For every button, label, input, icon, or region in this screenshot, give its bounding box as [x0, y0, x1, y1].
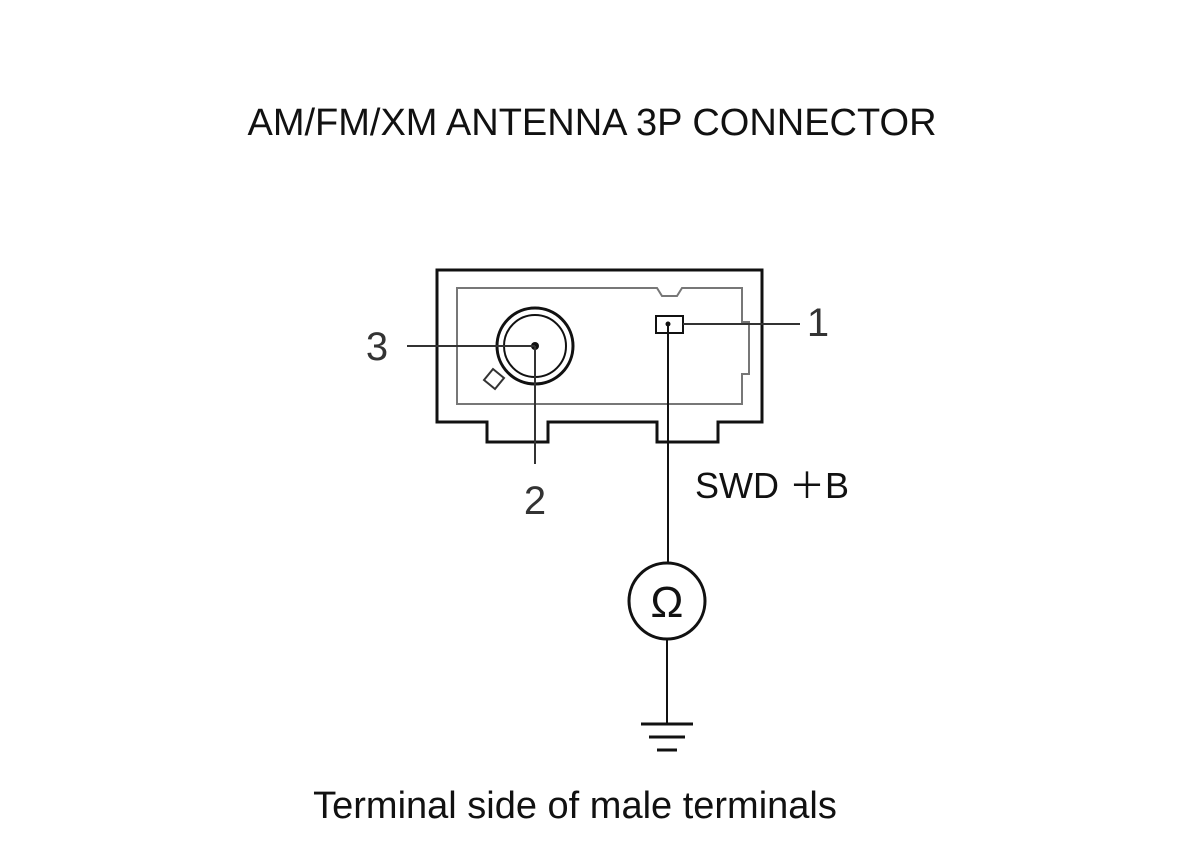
- pin3-label: 3: [366, 325, 388, 369]
- pin1-label: 1: [807, 301, 829, 345]
- connector-body: [435, 268, 764, 444]
- swd-label: SWD ＋B: [695, 465, 849, 506]
- pin1-terminal: [655, 315, 684, 334]
- ohm-symbol: Ω: [651, 578, 684, 627]
- ground-icon: [641, 722, 693, 752]
- ohmmeter-icon: Ω: [627, 561, 707, 641]
- coax-terminal: [482, 306, 575, 391]
- diagram-caption: Terminal side of male terminals: [313, 785, 837, 827]
- leader-lines: [407, 323, 800, 464]
- diagram-title: AM/FM/XM ANTENNA 3P CONNECTOR: [247, 102, 936, 144]
- pin2-label: 2: [524, 479, 546, 523]
